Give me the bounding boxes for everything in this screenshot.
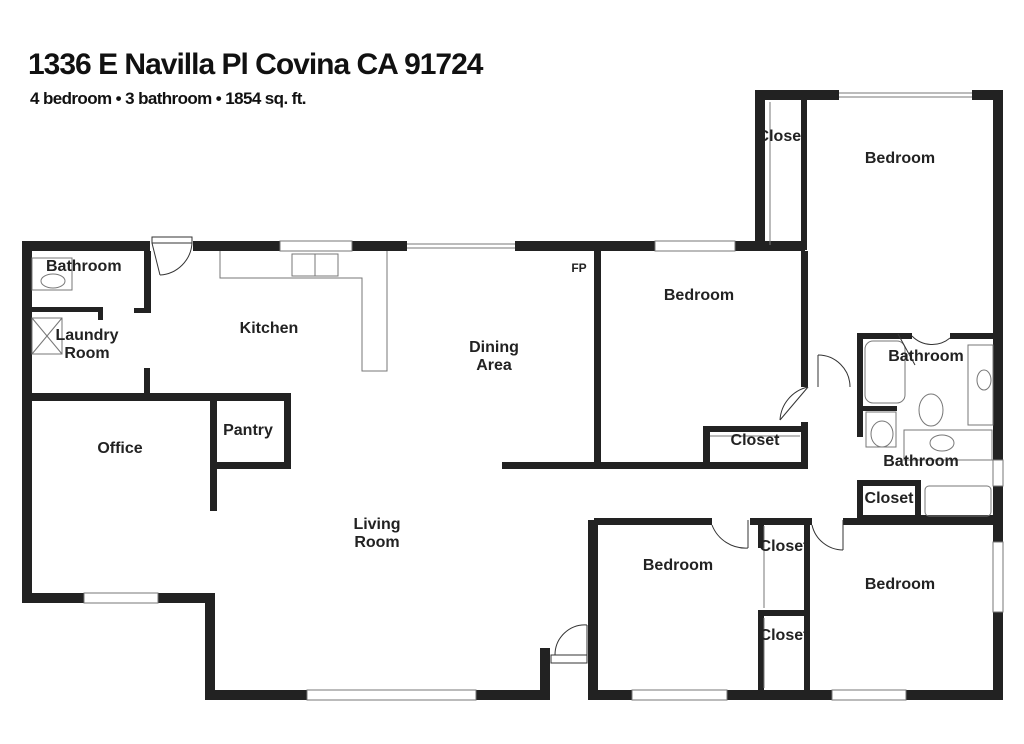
interior-walls [32,100,998,690]
room-label-bedroom-se: Bedroom [865,576,935,593]
room-label-kitchen: Kitchen [240,320,299,337]
room-label-office: Office [97,440,142,457]
room-label-bathroom-e1: Bathroom [888,348,964,365]
room-label-closet-e: Closet [865,490,915,507]
door-swings [151,236,951,664]
room-label-bedroom-sc: Bedroom [643,557,713,574]
exterior-walls [22,90,1003,700]
room-label-pantry: Pantry [223,422,273,439]
room-label-bedroom-center: Bedroom [664,287,734,304]
room-label-closet-s1: Closet [760,538,810,555]
room-label-living-line1: Living [353,516,400,533]
room-label-laundry-line1: Laundry [55,327,118,344]
room-label-dining-line2: Area [476,357,512,374]
room-label-bedroom-ne: Bedroom [865,150,935,167]
room-label-closet-top: Closet [758,128,808,145]
room-label-closet-s2: Closet [760,627,810,644]
property-summary: 4 bedroom • 3 bathroom • 1854 sq. ft. [30,89,307,108]
room-label-fireplace: FP [571,261,586,275]
room-label-closet-mid: Closet [731,432,781,449]
fixtures [31,92,1004,701]
room-labels: Bathroom Laundry Room Kitchen Dining Are… [46,128,964,644]
room-label-bathroom-nw: Bathroom [46,258,122,275]
room-label-living-line2: Room [354,534,399,551]
room-label-bathroom-e2: Bathroom [883,453,959,470]
property-address-title: 1336 E Navilla Pl Covina CA 91724 [28,48,483,81]
room-label-laundry-line2: Room [64,345,109,362]
room-label-dining-line1: Dining [469,339,519,356]
